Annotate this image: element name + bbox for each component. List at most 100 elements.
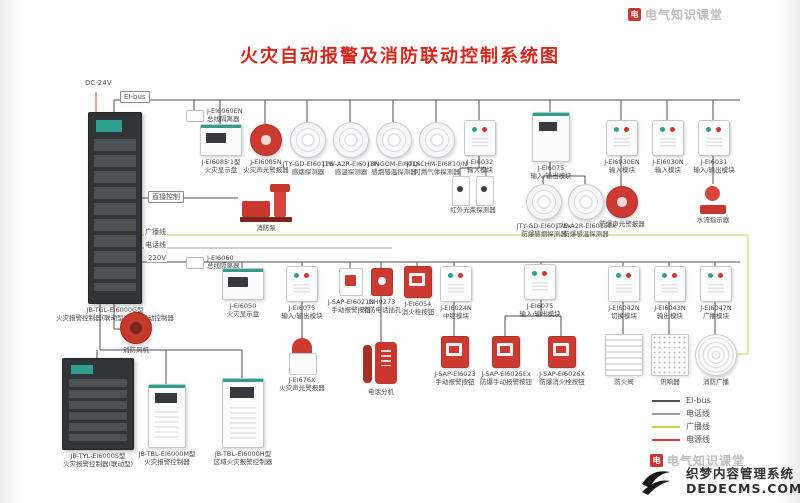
hydrant-button-1-name: 消火栓按钮 [401,308,435,317]
beam-detector-name: 红外光束探测器 [450,206,496,214]
dedecms-watermark: 织梦内容管理系统 DEDECMS.COM [686,466,800,496]
input-module-2-name: 输入模块 [609,166,635,175]
area-controller-1-name: 火灾报警控制器(联动型) [62,460,134,469]
hydrant-button-1-figure [404,266,432,298]
fire-damper-figure [605,334,643,376]
bus-isolator-2-figure [186,257,204,269]
sounder-module-figure [654,266,686,302]
input-module-3-model: J-EI6030N [652,158,684,166]
sounder-name: 讯响器 [660,378,680,386]
legend-label: 电话线 [686,409,710,418]
area-controller-1-model: JB-TYL-EI6000S型 [70,452,126,460]
area-controller-3: JB-TBL-EI6000H型区域火灾报警控制器 [214,378,272,466]
broadcast-module-name: 广播模块 [703,312,729,321]
water-flow-indicator-name: 水流指示器 [696,216,730,224]
fire-fan: 消防风机 [120,312,152,354]
input-module-3-name: 输入模块 [655,166,681,175]
phone-jack-figure [371,268,393,296]
area-controller-3-name: 区域火灾报警控制器 [213,458,273,467]
ex-hydrant-button-model: J-SAP-EI6026X [539,370,585,378]
fire-fan-label: 消防风机 [105,346,167,354]
direct-control-label: 直接控制 [148,191,184,204]
sound-light-alarm-1-figure [250,124,282,156]
beam-detector-figure [452,176,494,206]
legend-label: 广播线 [686,422,710,431]
dedecms-logo-icon [640,466,672,500]
dedecms-line1: 织梦内容管理系统 [686,466,795,481]
io-controller-1-model: J-EI6075 [537,164,565,172]
dc24v-label: DC-24V [84,79,113,88]
io-controller-2-name: 输入/输出模块 [519,310,561,319]
main-controller: JB-TGL-EI6000G型火灾报警控制器(联动型)/消防联动控制器 [56,112,174,322]
fire-damper-label: 防火阀 [593,378,655,386]
smoke-detector-figure [290,122,326,158]
io-controller-1-name: 输入/输出模块 [530,172,572,181]
fire-display-1: J-EI6085∶1型火灾显示盘 [200,124,242,174]
ex-sound-light-alarm-label: 防爆声光警报器 [591,220,653,228]
ex-smoke-detector-model: JTY-GD-EI6017Ex [516,222,572,230]
heat-detector-name: 感温探测器 [334,168,368,177]
input-module-1-name: 输入模块 [467,166,493,175]
manual-call-point-1-figure [339,268,363,296]
io-controller-2-figure [524,264,556,300]
area-controller-2-label: JB-TBL-EI6000M型火灾报警控制器 [129,450,205,467]
telephone-extension: 电话分机 [363,342,399,396]
io-controller-2-model: J-EI6075 [526,302,554,310]
ex-manual-call-point-figure [492,336,520,368]
area-controller-1-label: JB-TYL-EI6000S型火灾报警控制器(联动型) [54,452,142,469]
legend-line-swatch [652,412,680,415]
main-controller-label: JB-TGL-EI6000G型火灾报警控制器(联动型)/消防联动控制器 [56,306,174,323]
telephone-extension-figure [363,342,399,386]
fire-broadcast-speaker: 消防广播 [695,334,737,386]
telephone-extension-label: 电话分机 [350,388,412,396]
bus-isolator-1-model: J-EI6060EN [207,107,243,115]
fire-display-2-name: 火灾显示盘 [226,310,260,319]
broadcast-line-label: 广播线 [144,228,167,237]
dedecms-line2: DEDECMS.COM [686,481,800,496]
legend-line-swatch [652,399,680,402]
sounder-module-name: 输出模块 [657,312,683,321]
gas-detector-figure [419,122,455,158]
water-flow-indicator: 水流指示器 [697,184,729,224]
broadcast-module-model: J-EI6047N [700,304,732,312]
beam-detector-label: 红外光束探测器 [442,206,504,214]
fire-pump-figure [238,184,294,222]
relay-module-name: 中继模块 [443,312,469,321]
gas-detector-model: JTQ-CHM-EI6810/N [406,160,468,168]
main-controller-model: JB-TGL-EI6000G型 [86,306,144,314]
eibus-label: EI-bus [120,91,150,104]
fire-pump-name: 消防泵 [256,224,276,232]
input-module-2-model: J-EI6930EN [604,158,640,166]
fire-damper: 防火阀 [605,334,643,386]
v220-label: 220V [147,254,168,263]
smoke-detector-name: 感烟探测器 [291,168,325,177]
legend-item: 电话线 [652,407,711,420]
hydrant-button-1-model: J-EI6054 [404,300,432,308]
sound-light-alarm-2-name: 火灾声光警报器 [279,384,325,393]
beam-detector: 红外光束探测器 [450,176,496,214]
sound-light-alarm-1-name: 火灾声光警报器 [243,166,289,175]
